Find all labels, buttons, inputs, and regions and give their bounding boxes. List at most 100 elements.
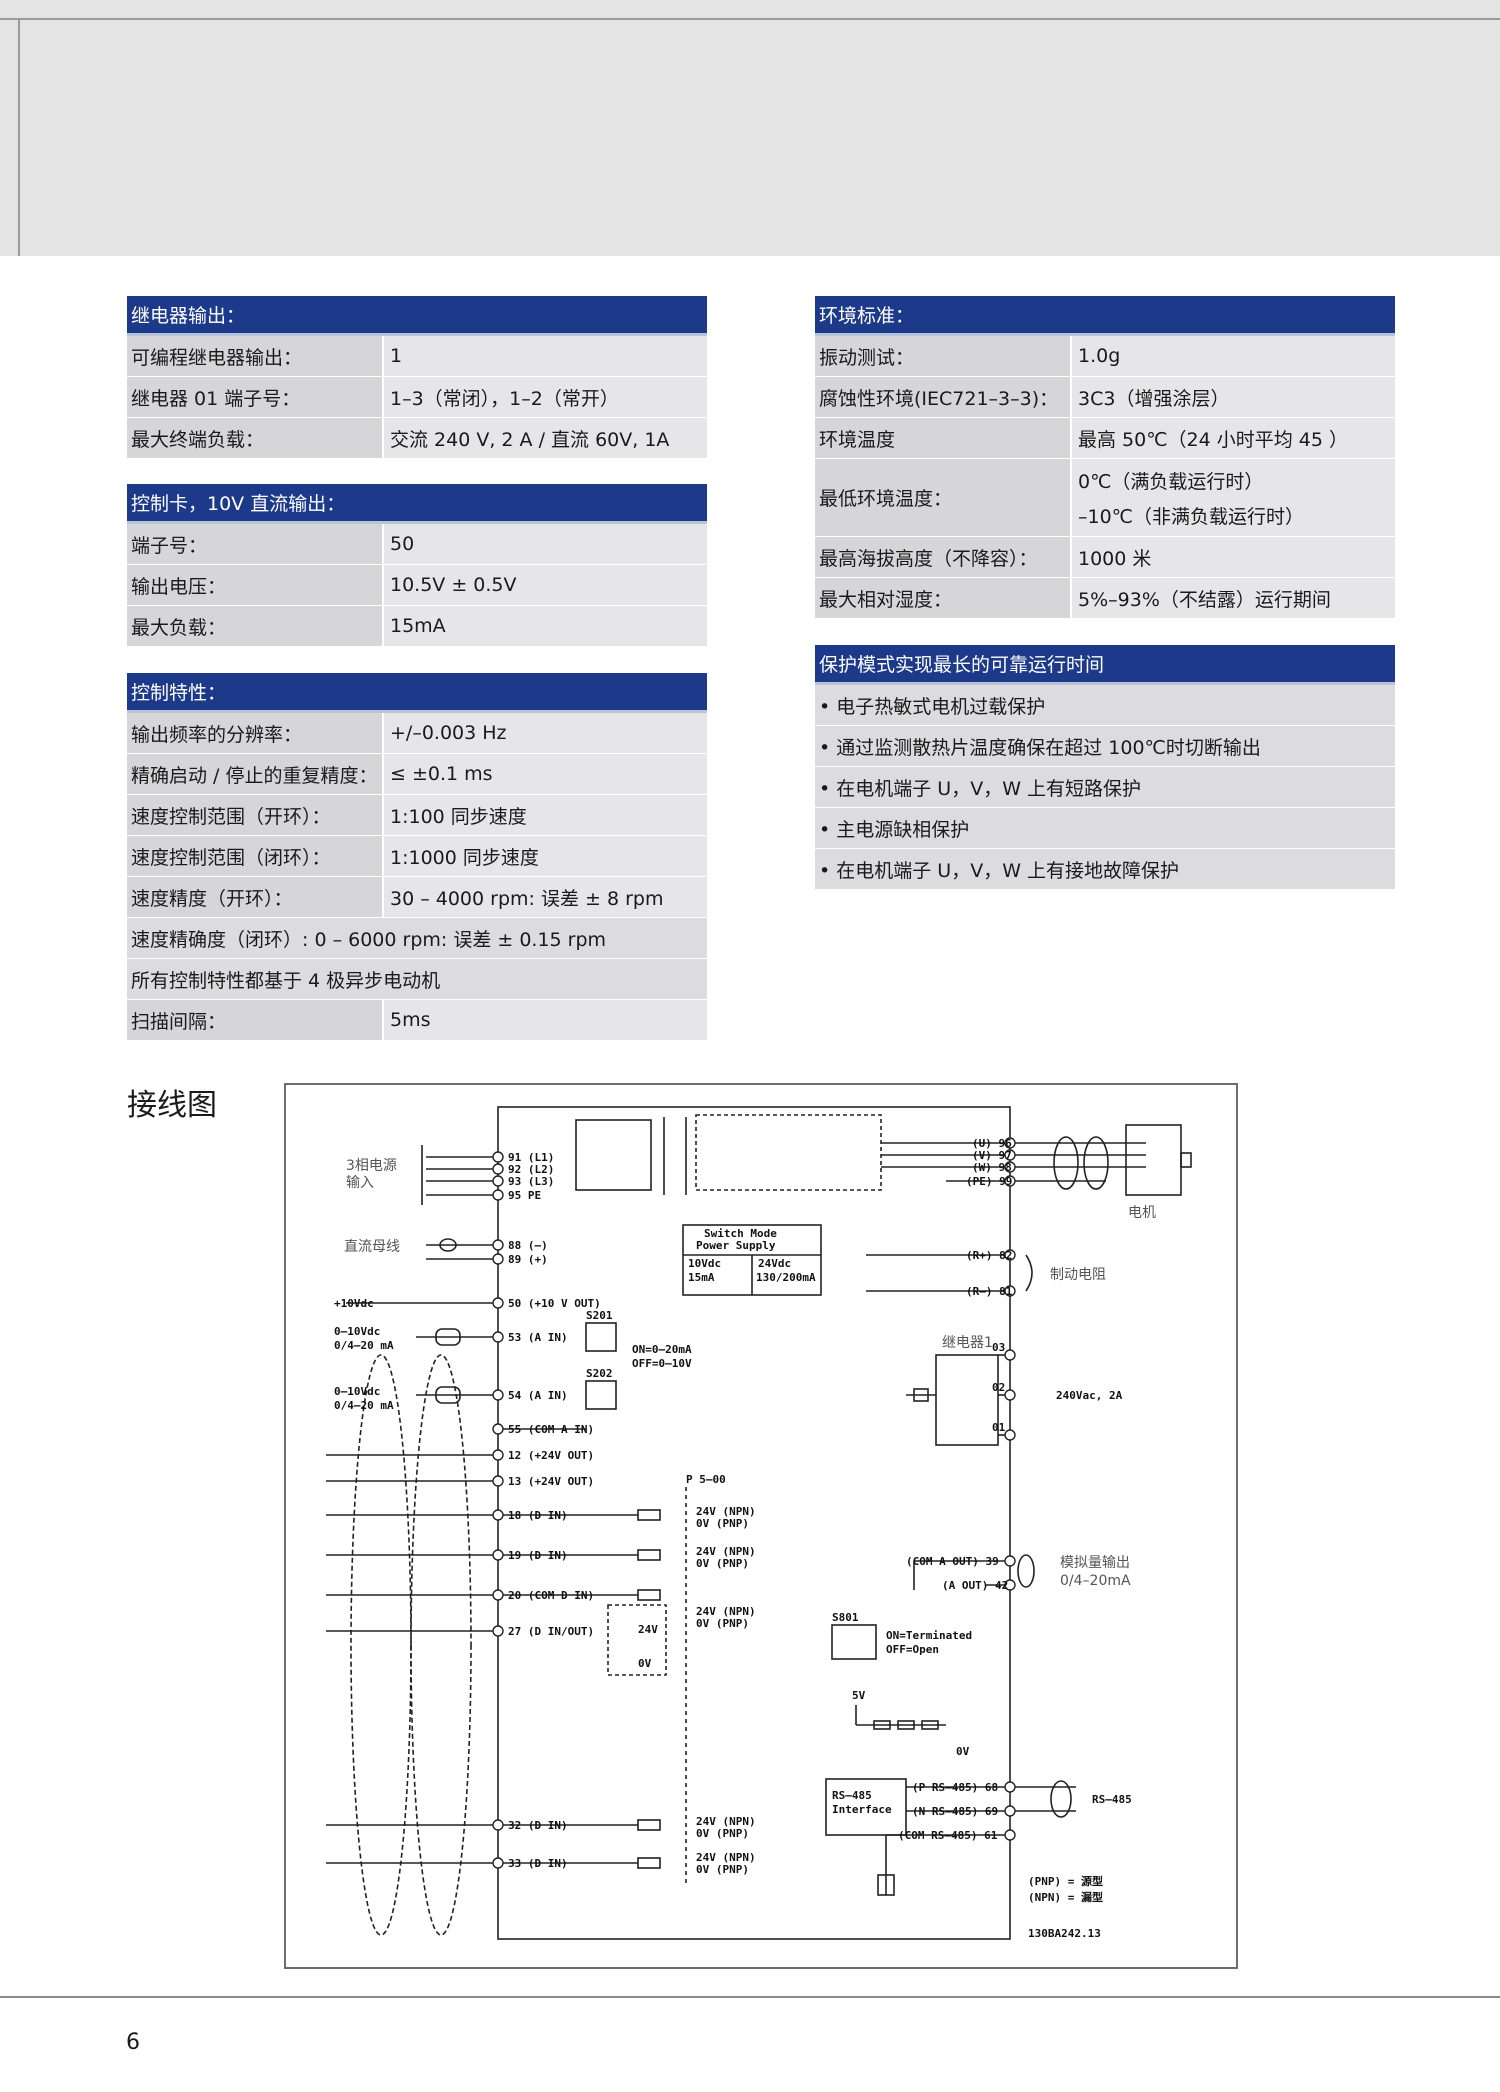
npn-label: 24V (NPN) xyxy=(696,1815,756,1828)
row-value: 5ms xyxy=(384,1000,707,1040)
five-v-label: 5V xyxy=(852,1689,866,1702)
terminal-label: 02 xyxy=(992,1381,1005,1394)
brake-resistor-label: 制动电阻 xyxy=(1050,1267,1106,1283)
row-key: 可编程继电器输出： xyxy=(127,336,384,376)
terminal-label: 27 (D IN/OUT) xyxy=(508,1625,594,1638)
table-row: 端子号：50 xyxy=(127,524,707,565)
terminal-label: 89 (+) xyxy=(508,1253,548,1266)
row-value: 3C3（增强涂层） xyxy=(1072,377,1395,417)
motor-symbol xyxy=(1125,1124,1182,1196)
row-key: 腐蚀性环境(IEC721–3–3)： xyxy=(815,377,1072,417)
legend-pnp: (PNP) = 源型 xyxy=(1028,1874,1103,1888)
ain2-range: 0–10Vdc xyxy=(334,1385,380,1398)
row-value: 10.5V ± 0.5V xyxy=(384,565,707,605)
protection-item: • 在电机端子 U，V，W 上有短路保护 xyxy=(815,767,1395,807)
row-value: 1:100 同步速度 xyxy=(384,795,707,835)
s201-label: S201 xyxy=(586,1309,613,1322)
row-key: 速度精度（开环）： xyxy=(127,877,384,917)
row-key: 精确启动 / 停止的重复精度： xyxy=(127,754,384,794)
table-row: 可编程继电器输出：1 xyxy=(127,336,707,377)
table-row: 所有控制特性都基于 4 极异步电动机 xyxy=(127,959,707,1000)
drive-enclosure xyxy=(497,1106,1011,1940)
terminal-label: 12 (+24V OUT) xyxy=(508,1449,594,1462)
table-row: 最大负载：15mA xyxy=(127,606,707,647)
row-key: 端子号： xyxy=(127,524,384,564)
table-row: 最高海拔高度（不降容）：1000 米 xyxy=(815,537,1395,578)
table-row: 输出电压：10.5V ± 0.5V xyxy=(127,565,707,606)
terminal-label: (W) 98 xyxy=(972,1161,1012,1174)
terminal-label: 88 (–) xyxy=(508,1239,548,1252)
terminal-label: 33 (D IN) xyxy=(508,1857,568,1870)
row-value: 1:1000 同步速度 xyxy=(384,836,707,876)
row-key: 振动测试： xyxy=(815,336,1072,376)
p500-label: P 5–00 xyxy=(686,1473,726,1486)
table-row: 环境温度最高 50℃（24 小时平均 45 ） xyxy=(815,418,1395,459)
row-key: 输出电压： xyxy=(127,565,384,605)
row-value: 1–3（常闭），1–2（常开） xyxy=(384,377,707,417)
table-row: 速度精确度（闭环）: 0 – 6000 rpm: 误差 ± 0.15 rpm xyxy=(127,918,707,959)
row-key: 最大负载： xyxy=(127,606,384,646)
row-value: 最高 50℃（24 小时平均 45 ） xyxy=(1072,418,1395,458)
row-key: 最大相对湿度： xyxy=(815,578,1072,618)
terminal-label: (P RS–485) 68 xyxy=(912,1781,998,1794)
terminal-label: 18 (D IN) xyxy=(508,1509,568,1522)
environment-table: 环境标准： 振动测试：1.0g 腐蚀性环境(IEC721–3–3)：3C3（增强… xyxy=(815,296,1395,619)
pnp-label: 0V (PNP) xyxy=(696,1557,749,1570)
row-key: 输出频率的分辨率： xyxy=(127,713,384,753)
relay1-label: 继电器1 xyxy=(942,1335,993,1351)
relay-rating: 240Vac, 2A xyxy=(1056,1389,1123,1402)
row-value: 15mA xyxy=(384,606,707,646)
row-value: ≤ ±0.1 ms xyxy=(384,754,707,794)
npn-label: 24V (NPN) xyxy=(696,1545,756,1558)
s801-label: S801 xyxy=(832,1611,859,1624)
npn-label: 24V (NPN) xyxy=(696,1505,756,1518)
analog-out-label: 模拟量输出 xyxy=(1060,1555,1130,1571)
terminal-label: 91 (L1) xyxy=(508,1151,554,1164)
terminal-label: 03 xyxy=(992,1341,1005,1354)
s201-note: ON=0–20mA xyxy=(632,1343,692,1356)
terminal-label: 93 (L3) xyxy=(508,1175,554,1188)
ain1-range: 0/4–20 mA xyxy=(334,1339,394,1352)
terminal-label: 92 (L2) xyxy=(508,1163,554,1176)
smps-label: Power Supply xyxy=(696,1239,776,1252)
terminal-label: (COM RS–485) 61 xyxy=(898,1829,998,1842)
row-value: 交流 240 V, 2 A / 直流 60V, 1A xyxy=(384,418,707,458)
terminal-label: 01 xyxy=(992,1421,1006,1434)
power-input-label: 输入 xyxy=(346,1175,374,1191)
row-key: 最大终端负载： xyxy=(127,418,384,458)
terminal-label: (R–) 81 xyxy=(966,1285,1013,1298)
terminal-label: (V) 97 xyxy=(972,1149,1012,1162)
cable-shield-2 xyxy=(410,1354,472,1936)
table-row: 扫描间隔：5ms xyxy=(127,1000,707,1041)
zero-v-label: 0V xyxy=(956,1745,970,1758)
list-item: • 在电机端子 U，V，W 上有短路保护 xyxy=(815,767,1395,808)
left-rule xyxy=(18,18,20,256)
plus24v-label: 24V xyxy=(638,1623,658,1636)
inverter-block xyxy=(695,1114,882,1191)
row-key: 最高海拔高度（不降容）： xyxy=(815,537,1072,577)
page-number: 6 xyxy=(126,2030,140,2055)
s801-note: ON=Terminated xyxy=(886,1629,972,1642)
header-band xyxy=(0,0,1500,256)
row-value: 0℃（满负载运行时） –10℃（非满负载运行时） xyxy=(1072,459,1395,536)
min-temp-partial-load: –10℃（非满负载运行时） xyxy=(1078,505,1305,528)
environment-title: 环境标准： xyxy=(815,296,1395,336)
row-key: 速度控制范围（闭环）： xyxy=(127,836,384,876)
row-value: 1.0g xyxy=(1072,336,1395,376)
s202-label: S202 xyxy=(586,1367,613,1380)
zero-v-label: 0V xyxy=(638,1657,652,1670)
pnp-label: 0V (PNP) xyxy=(696,1827,749,1840)
table-row: 速度精度（开环）：30 – 4000 rpm: 误差 ± 8 rpm xyxy=(127,877,707,918)
legend-npn: (NPN) = 漏型 xyxy=(1028,1890,1103,1904)
terminal-label: 54 (A IN) xyxy=(508,1389,568,1402)
ain2-range: 0/4–20 mA xyxy=(334,1399,394,1412)
list-item: • 通过监测散热片温度确保在超过 100℃时切断输出 xyxy=(815,726,1395,767)
pnp-label: 0V (PNP) xyxy=(696,1863,749,1876)
motor-label: 电机 xyxy=(1128,1205,1156,1221)
protection-item: • 主电源缺相保护 xyxy=(815,808,1395,848)
rs485-iface-label: RS–485 xyxy=(832,1789,872,1802)
smps-130ma: 130/200mA xyxy=(756,1271,816,1284)
control-characteristics-table: 控制特性： 输出频率的分辨率：+/–0.003 Hz 精确启动 / 停止的重复精… xyxy=(127,673,707,1041)
row-value: +/–0.003 Hz xyxy=(384,713,707,753)
npn-label: 24V (NPN) xyxy=(696,1851,756,1864)
